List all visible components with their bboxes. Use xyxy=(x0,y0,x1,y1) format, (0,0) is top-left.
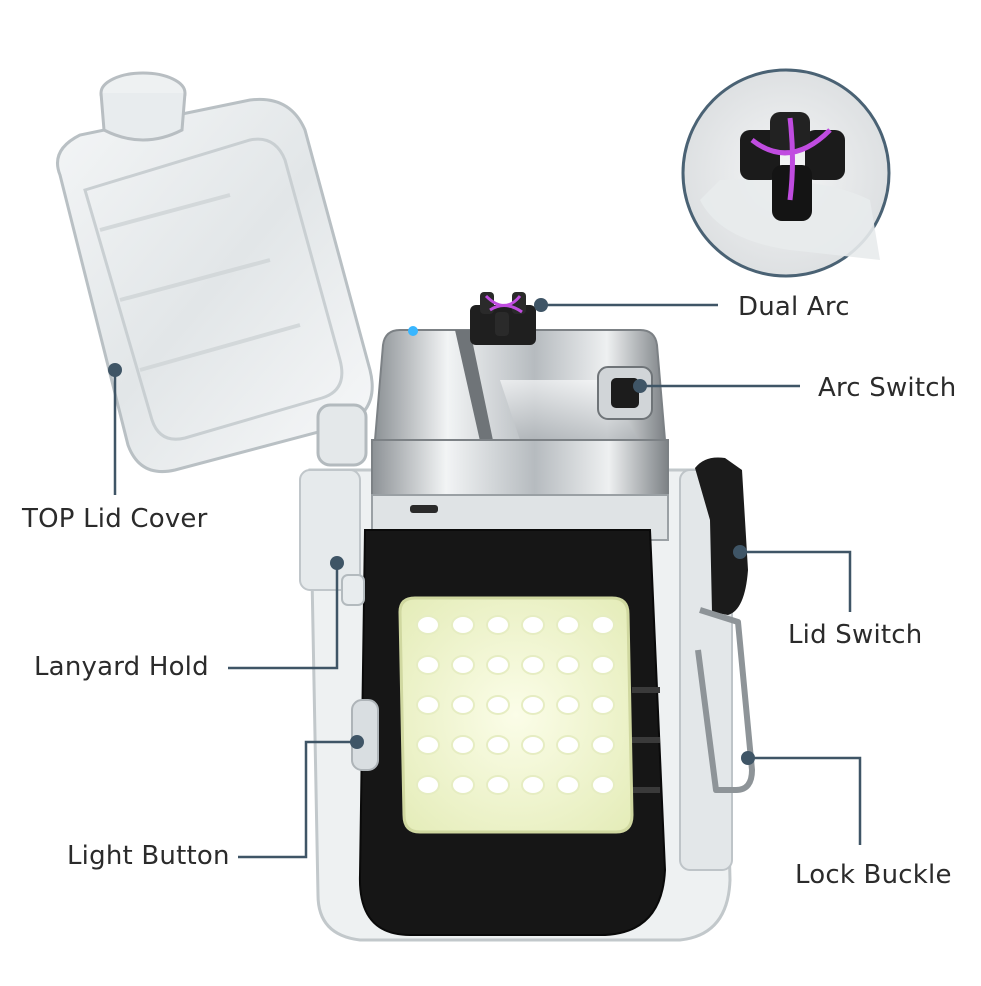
dual-arc-electrodes xyxy=(470,292,536,345)
callout-dots xyxy=(108,298,755,765)
callout-line-light-button xyxy=(238,740,357,859)
led-dot xyxy=(556,655,580,675)
led-dot xyxy=(556,735,580,755)
callout-lines xyxy=(113,303,862,859)
callout-line-lid-switch xyxy=(740,550,852,612)
label-light-button: Light Button xyxy=(67,841,230,871)
arc-zoom-inset xyxy=(681,68,891,278)
callout-dot-dual-arc xyxy=(534,298,548,312)
light-button[interactable] xyxy=(351,699,379,771)
led-dot xyxy=(416,735,440,755)
led-dots xyxy=(416,615,615,795)
led-dot xyxy=(521,695,545,715)
callout-dot-arc-switch xyxy=(633,379,647,393)
led-dot xyxy=(486,655,510,675)
callout-dot-lock-buckle xyxy=(741,751,755,765)
callout-dot-light-button xyxy=(350,735,364,749)
led-dot xyxy=(521,775,545,795)
label-top-lid-cover: TOP Lid Cover xyxy=(22,504,208,534)
label-lanyard-hold: Lanyard Hold xyxy=(34,652,209,682)
led-panel xyxy=(398,596,634,834)
led-dot xyxy=(591,615,615,635)
led-dot xyxy=(486,695,510,715)
top-lid-cover xyxy=(56,71,374,474)
led-dot xyxy=(521,655,545,675)
led-dot xyxy=(416,775,440,795)
led-dot xyxy=(486,775,510,795)
led-dot xyxy=(521,615,545,635)
led-dot xyxy=(591,655,615,675)
led-dot xyxy=(416,695,440,715)
callout-line-lanyard xyxy=(228,563,339,670)
led-dot xyxy=(556,695,580,715)
lanyard-hold xyxy=(341,574,365,606)
led-dot xyxy=(451,615,475,635)
led-dot xyxy=(451,735,475,755)
led-dot xyxy=(521,735,545,755)
label-dual-arc: Dual Arc xyxy=(738,292,850,322)
led-dot xyxy=(591,695,615,715)
led-dot xyxy=(486,735,510,755)
led-dot xyxy=(416,655,440,675)
led-dot xyxy=(451,655,475,675)
callout-dot-top-lid xyxy=(108,363,122,377)
led-dot xyxy=(416,615,440,635)
lid-switch[interactable] xyxy=(695,457,748,615)
led-dot xyxy=(591,775,615,795)
callout-dot-lid-switch xyxy=(733,545,747,559)
chrome-insert xyxy=(371,326,669,541)
callout-line-lock-buckle xyxy=(748,756,862,845)
led-dot xyxy=(556,615,580,635)
led-dot xyxy=(486,615,510,635)
led-dot xyxy=(556,775,580,795)
label-arc-switch: Arc Switch xyxy=(818,373,957,403)
lock-buckle[interactable] xyxy=(695,607,755,793)
callout-dot-lanyard xyxy=(330,556,344,570)
led-dot xyxy=(451,695,475,715)
label-lid-switch: Lid Switch xyxy=(788,620,923,650)
led-dot xyxy=(591,735,615,755)
led-dot xyxy=(451,775,475,795)
arc-switch[interactable] xyxy=(597,366,653,420)
label-lock-buckle: Lock Buckle xyxy=(795,860,952,890)
